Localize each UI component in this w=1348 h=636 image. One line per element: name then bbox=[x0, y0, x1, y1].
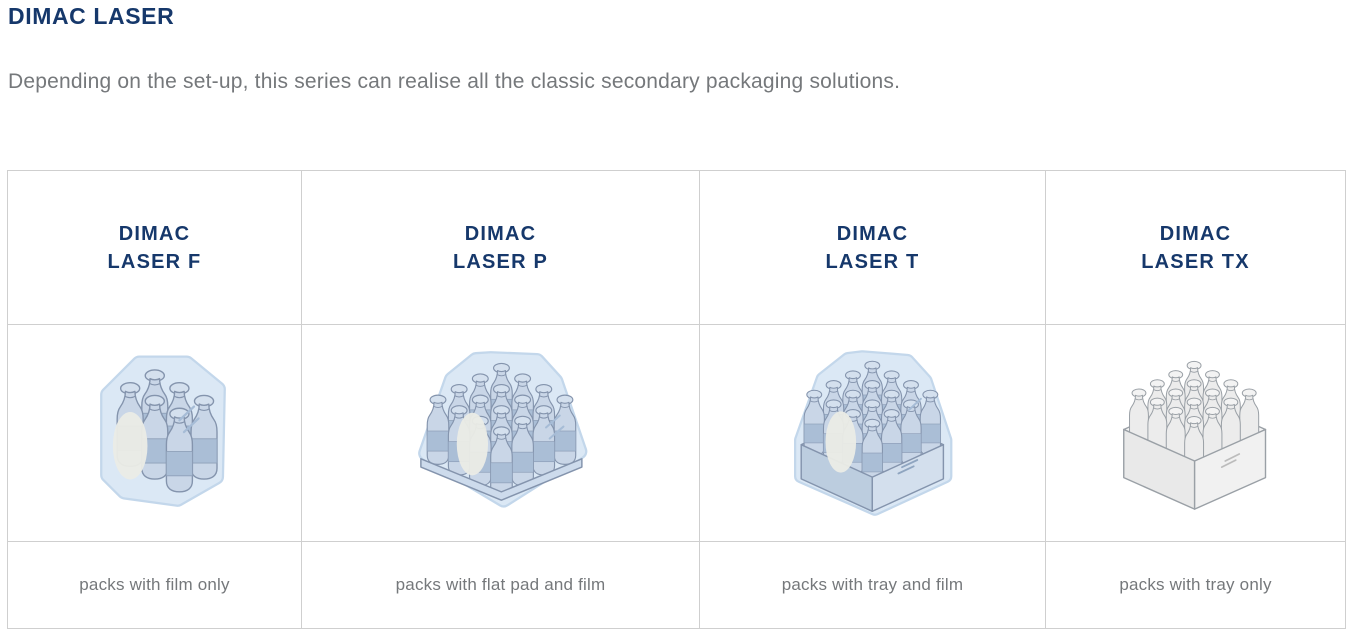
model-illustrations-row bbox=[7, 324, 1346, 542]
model-captions-row: packs with film only packs with flat pad… bbox=[7, 541, 1346, 629]
model-name-cell-laser-t: DIMAC LASER T bbox=[699, 170, 1046, 325]
model-name-laser-tx: DIMAC LASER TX bbox=[1141, 222, 1250, 273]
model-name-laser-f: DIMAC LASER F bbox=[107, 222, 202, 273]
illustration-cell-laser-f bbox=[7, 324, 302, 542]
page-title: DIMAC LASER bbox=[8, 3, 175, 29]
caption-laser-tx: packs with tray only bbox=[1119, 575, 1272, 594]
model-name-cell-laser-f: DIMAC LASER F bbox=[7, 170, 302, 325]
pack-flat-pad-and-film-icon bbox=[417, 351, 587, 508]
caption-laser-t: packs with tray and film bbox=[781, 575, 964, 594]
model-name-laser-p: DIMAC LASER P bbox=[452, 222, 549, 273]
model-name-laser-t: DIMAC LASER T bbox=[825, 222, 920, 273]
page-description: Depending on the set-up, this series can… bbox=[8, 70, 901, 93]
pack-tray-only-icon bbox=[1123, 360, 1267, 510]
caption-laser-p: packs with flat pad and film bbox=[395, 575, 606, 594]
caption-cell-laser-tx: packs with tray only bbox=[1045, 541, 1346, 629]
illustration-cell-laser-tx bbox=[1045, 324, 1346, 542]
caption-cell-laser-t: packs with tray and film bbox=[699, 541, 1046, 629]
model-names-row: DIMAC LASER F DIMAC LASER P DIMAC LASER … bbox=[7, 170, 1346, 325]
model-name-cell-laser-p: DIMAC LASER P bbox=[301, 170, 700, 325]
model-name-cell-laser-tx: DIMAC LASER TX bbox=[1045, 170, 1346, 325]
caption-laser-f: packs with film only bbox=[79, 575, 230, 594]
caption-cell-laser-p: packs with flat pad and film bbox=[301, 541, 700, 629]
caption-cell-laser-f: packs with film only bbox=[7, 541, 302, 629]
models-comparison-table: DIMAC LASER F DIMAC LASER P DIMAC LASER … bbox=[7, 170, 1346, 629]
illustration-cell-laser-t bbox=[699, 324, 1046, 542]
pack-tray-and-film-icon bbox=[794, 350, 953, 516]
illustration-cell-laser-p bbox=[301, 324, 700, 542]
pack-film-only-icon bbox=[99, 355, 226, 507]
